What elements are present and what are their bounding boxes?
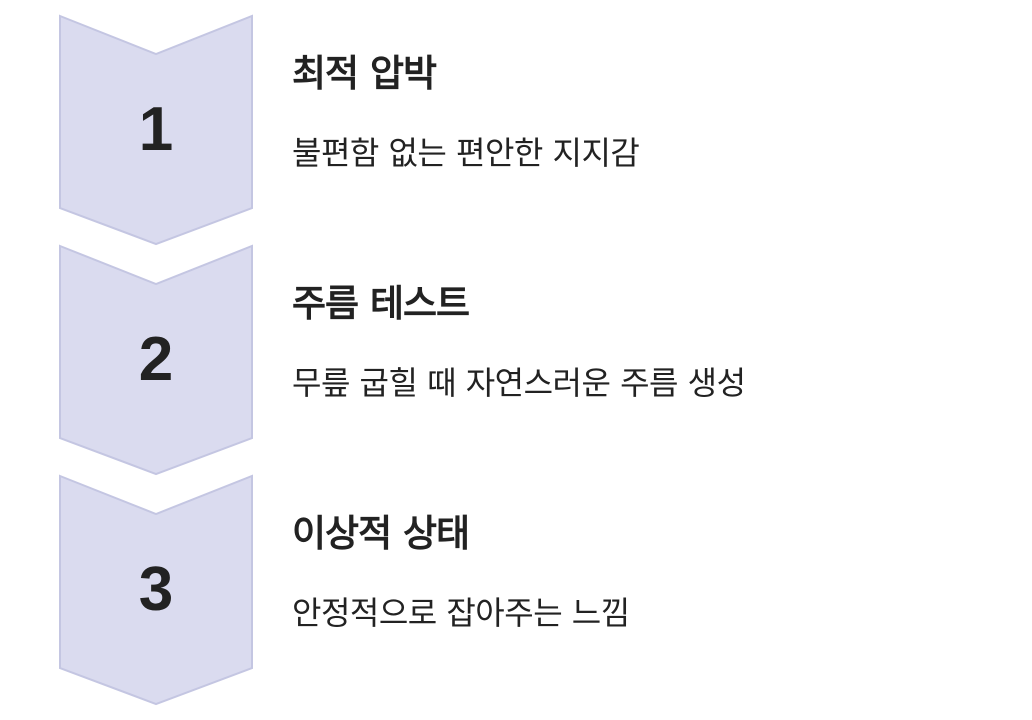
step-number: 2 — [138, 325, 174, 394]
step-title: 주름 테스트 — [292, 282, 470, 325]
chevron-down-icon — [58, 14, 254, 246]
step-title: 최적 압박 — [292, 52, 437, 95]
chevron-down-icon — [58, 474, 254, 706]
step-description: 안정적으로 잡아주는 느낌 — [292, 594, 630, 632]
step-description: 무릎 굽힐 때 자연스러운 주름 생성 — [292, 364, 746, 402]
step-3: 3 이상적 상태 안정적으로 잡아주는 느낌 — [0, 474, 1032, 706]
chevron-down-icon — [58, 244, 254, 476]
step-title: 이상적 상태 — [292, 512, 470, 555]
step-description: 불편함 없는 편안한 지지감 — [292, 134, 640, 172]
step-number: 1 — [138, 95, 174, 164]
step-1: 1 최적 압박 불편함 없는 편안한 지지감 — [0, 14, 1032, 246]
step-number: 3 — [138, 555, 174, 624]
step-2: 2 주름 테스트 무릎 굽힐 때 자연스러운 주름 생성 — [0, 244, 1032, 476]
